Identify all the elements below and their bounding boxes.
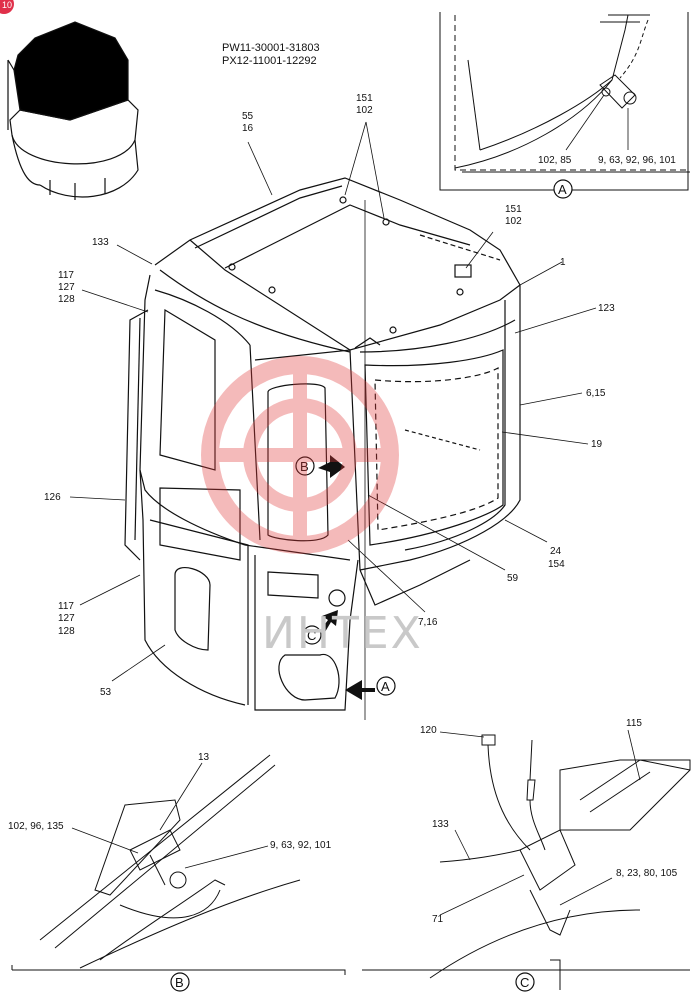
detail-b-label-13: 13 (198, 752, 210, 763)
label-117-bottom: 117 (58, 601, 74, 612)
detail-c-leaders (439, 729, 641, 916)
label-53: 53 (100, 687, 112, 698)
thumbnail-illustration (7, 21, 139, 200)
corner-badge-text: 10 (2, 0, 12, 10)
detail-b-label-right: 9, 63, 92, 101 (270, 840, 332, 851)
label-7-16: 7,16 (418, 617, 438, 628)
detail-c-badge: C (515, 972, 535, 992)
detail-c-label-right: 8, 23, 80, 105 (616, 868, 678, 879)
watermark (201, 356, 399, 554)
detail-a-label-right: 9, 63, 92, 96, 101 (598, 155, 676, 166)
label-151-top: 151 (356, 93, 373, 104)
serial-number-2: PX12-11001-12292 (222, 55, 317, 67)
label-16: 16 (242, 123, 254, 134)
detail-c-label-133: 133 (432, 819, 449, 830)
detail-a-label-left: 102, 85 (538, 155, 572, 166)
detail-c-view (362, 734, 691, 990)
callout-a: A (345, 676, 396, 700)
label-154: 154 (548, 559, 565, 570)
corner-badge: 10 (0, 0, 14, 14)
label-102-right: 102 (505, 216, 522, 227)
label-117-top: 117 (58, 270, 74, 281)
label-24: 24 (550, 546, 562, 557)
callout-b: B (295, 455, 345, 478)
label-55: 55 (242, 111, 254, 122)
detail-b-view (11, 754, 346, 975)
detail-c-label-71: 71 (432, 914, 444, 925)
label-1: 1 (560, 257, 566, 268)
watermark-text: ИНТЕХ (262, 608, 423, 659)
detail-c-label-120: 120 (420, 725, 437, 736)
label-126: 126 (44, 492, 61, 503)
label-123: 123 (598, 303, 615, 314)
label-133: 133 (92, 237, 109, 248)
main-leaders (69, 121, 597, 682)
svg-text:B: B (300, 459, 309, 474)
detail-b-badge: B (170, 972, 190, 992)
svg-text:C: C (307, 628, 316, 643)
svg-text:A: A (381, 679, 390, 694)
label-102-top: 102 (356, 105, 373, 116)
label-19: 19 (591, 439, 603, 450)
detail-a-leaders (565, 94, 629, 151)
svg-text:B: B (175, 975, 184, 990)
detail-b-leaders (71, 762, 269, 869)
label-128-top: 128 (58, 294, 75, 305)
label-127-bottom: 127 (58, 613, 75, 624)
svg-text:C: C (520, 975, 529, 990)
detail-c-label-115: 115 (626, 718, 642, 729)
cab-main-drawing (124, 177, 521, 720)
label-59: 59 (507, 573, 519, 584)
callout-c: C (302, 610, 338, 645)
detail-a-badge: A (553, 179, 573, 199)
label-128-bottom: 128 (58, 626, 75, 637)
detail-a-letter: A (558, 182, 567, 197)
serial-number-1: PW11-30001-31803 (222, 42, 320, 54)
label-127-top: 127 (58, 282, 75, 293)
detail-b-label-left: 102, 96, 135 (8, 821, 64, 832)
label-151-right: 151 (505, 204, 522, 215)
label-6-15: 6,15 (586, 388, 606, 399)
